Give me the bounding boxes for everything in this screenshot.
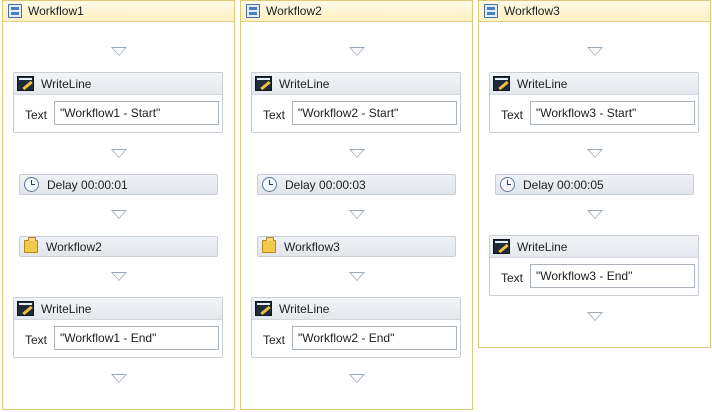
drop-arrow-icon[interactable] — [349, 272, 365, 281]
text-label: Text — [263, 108, 286, 122]
invoke-label: Workflow2 — [46, 239, 102, 254]
text-input[interactable]: "Workflow1 - Start" — [54, 101, 219, 125]
activity-title: WriteLine — [517, 76, 568, 91]
activity-header[interactable]: WriteLine — [490, 236, 698, 258]
delay-activity[interactable]: Delay 00:00:05 — [495, 174, 694, 195]
writeline-icon — [493, 239, 510, 254]
activity-title: WriteLine — [279, 76, 330, 91]
writeline-icon — [255, 301, 272, 316]
writeline-activity[interactable]: WriteLine Text "Workflow2 - End" — [251, 297, 461, 358]
sequence-header[interactable]: Workflow1 — [3, 1, 234, 22]
delay-label: Delay 00:00:01 — [47, 177, 128, 192]
sequence-header[interactable]: Workflow3 — [479, 1, 710, 22]
sequence-icon — [246, 4, 260, 18]
writeline-icon — [17, 76, 34, 91]
text-input[interactable]: "Workflow3 - End" — [530, 264, 695, 288]
clock-icon — [500, 177, 515, 192]
drop-arrow-icon[interactable] — [111, 272, 127, 281]
drop-arrow-icon[interactable] — [349, 47, 365, 56]
sequence-title: Workflow2 — [266, 4, 322, 18]
text-label: Text — [25, 108, 48, 122]
activity-header[interactable]: WriteLine — [14, 298, 222, 320]
text-label: Text — [25, 333, 48, 347]
text-input[interactable]: "Workflow1 - End" — [54, 326, 219, 350]
workflow-icon — [24, 237, 38, 253]
writeline-activity[interactable]: WriteLine Text "Workflow1 - Start" — [13, 72, 223, 133]
drop-arrow-icon[interactable] — [111, 374, 127, 383]
delay-activity[interactable]: Delay 00:00:01 — [19, 174, 218, 195]
drop-arrow-icon[interactable] — [349, 149, 365, 158]
drop-arrow-icon[interactable] — [111, 47, 127, 56]
text-label: Text — [263, 333, 286, 347]
activity-header[interactable]: WriteLine — [252, 73, 460, 95]
sequence-icon — [484, 4, 498, 18]
drop-arrow-icon[interactable] — [587, 149, 603, 158]
activity-header[interactable]: WriteLine — [14, 73, 222, 95]
drop-arrow-icon[interactable] — [587, 210, 603, 219]
text-input[interactable]: "Workflow2 - End" — [292, 326, 457, 350]
clock-icon — [24, 177, 39, 192]
text-label: Text — [501, 271, 524, 285]
delay-label: Delay 00:00:05 — [523, 177, 604, 192]
activity-header[interactable]: WriteLine — [490, 73, 698, 95]
clock-icon — [262, 177, 277, 192]
activity-title: WriteLine — [41, 76, 92, 91]
invoke-workflow-activity[interactable]: Workflow2 — [19, 236, 218, 257]
writeline-icon — [17, 301, 34, 316]
writeline-activity[interactable]: WriteLine Text "Workflow2 - Start" — [251, 72, 461, 133]
sequence-header[interactable]: Workflow2 — [241, 1, 472, 22]
drop-arrow-icon[interactable] — [349, 210, 365, 219]
delay-activity[interactable]: Delay 00:00:03 — [257, 174, 456, 195]
drop-arrow-icon[interactable] — [111, 149, 127, 158]
writeline-activity[interactable]: WriteLine Text "Workflow3 - Start" — [489, 72, 699, 133]
sequence-icon — [8, 4, 22, 18]
text-input[interactable]: "Workflow3 - Start" — [530, 101, 695, 125]
writeline-activity[interactable]: WriteLine Text "Workflow3 - End" — [489, 235, 699, 296]
workflow-icon — [262, 237, 276, 253]
writeline-activity[interactable]: WriteLine Text "Workflow1 - End" — [13, 297, 223, 358]
drop-arrow-icon[interactable] — [587, 312, 603, 321]
activity-title: WriteLine — [517, 239, 568, 254]
drop-arrow-icon[interactable] — [111, 210, 127, 219]
text-input[interactable]: "Workflow2 - Start" — [292, 101, 457, 125]
delay-label: Delay 00:00:03 — [285, 177, 366, 192]
invoke-workflow-activity[interactable]: Workflow3 — [257, 236, 456, 257]
text-label: Text — [501, 108, 524, 122]
writeline-icon — [493, 76, 510, 91]
drop-arrow-icon[interactable] — [587, 47, 603, 56]
drop-arrow-icon[interactable] — [349, 374, 365, 383]
activity-title: WriteLine — [41, 301, 92, 316]
sequence-title: Workflow1 — [28, 4, 84, 18]
activity-header[interactable]: WriteLine — [252, 298, 460, 320]
activity-title: WriteLine — [279, 301, 330, 316]
writeline-icon — [255, 76, 272, 91]
sequence-title: Workflow3 — [504, 4, 560, 18]
invoke-label: Workflow3 — [284, 239, 340, 254]
